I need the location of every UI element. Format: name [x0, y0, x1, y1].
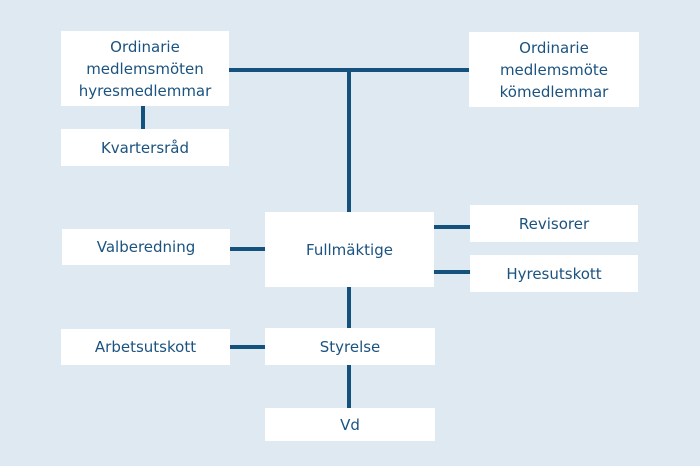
connector-fullmaktige-revisorer — [434, 225, 470, 229]
connector-top-to-fullmaktige — [347, 70, 351, 212]
node-label: Hyresutskott — [506, 264, 602, 283]
node-ordinarie-medlemsmoten-hyresmedlemmar: Ordinarie medlemsmöten hyresmedlemmar — [61, 31, 229, 106]
node-revisorer: Revisorer — [470, 205, 638, 242]
node-arbetsutskott: Arbetsutskott — [61, 329, 230, 365]
node-fullmaktige: Fullmäktige — [265, 212, 434, 287]
node-label: Ordinarie medlemsmöte kömedlemmar — [499, 38, 609, 101]
node-label: Revisorer — [518, 214, 590, 233]
node-ordinarie-medlemsmote-komedlemmar: Ordinarie medlemsmöte kömedlemmar — [469, 32, 639, 107]
node-valberedning: Valberedning — [62, 229, 230, 265]
connector-valberedning-fullmaktige — [230, 247, 265, 251]
connector-fullmaktige-styrelse — [347, 287, 351, 328]
connector-fullmaktige-hyresutskott — [434, 270, 470, 274]
node-label: Kvartersråd — [100, 138, 190, 157]
node-styrelse: Styrelse — [265, 328, 435, 365]
connector-styrelse-vd — [347, 365, 351, 408]
node-label: Vd — [340, 415, 360, 434]
node-label: Valberedning — [96, 238, 196, 256]
node-label: Arbetsutskott — [94, 338, 197, 356]
node-kvartersrad: Kvartersråd — [61, 129, 229, 166]
node-label: Fullmäktige — [306, 240, 393, 259]
node-label: Styrelse — [319, 337, 381, 356]
node-vd: Vd — [265, 408, 435, 441]
node-hyresutskott: Hyresutskott — [470, 255, 638, 292]
connector-hyresmedlemmar-kvartersrad — [141, 106, 145, 129]
connector-arbetsutskott-styrelse — [230, 345, 265, 349]
node-label: Ordinarie medlemsmöten hyresmedlemmar — [78, 37, 212, 100]
